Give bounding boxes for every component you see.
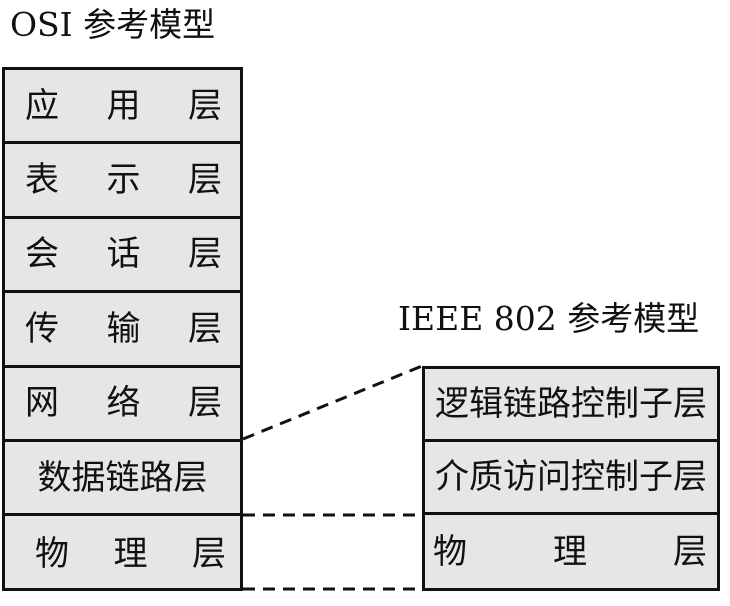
osi-layer-transport: 传 输 层 — [5, 293, 240, 368]
osi-layer-application: 应 用 层 — [5, 70, 240, 145]
layer-char: 理 — [553, 531, 587, 572]
layer-char: 传 — [25, 308, 59, 349]
layer-char: 层 — [188, 85, 222, 126]
osi-layer-physical: 物 理 层 — [5, 516, 240, 590]
layer-char: 会 — [25, 234, 59, 275]
layer-char: 层 — [188, 383, 222, 424]
layer-char: 表 — [25, 160, 59, 201]
osi-layer-presentation: 表 示 层 — [5, 144, 240, 219]
connector-data-link-top — [242, 364, 423, 441]
layer-char: 物 — [433, 531, 467, 572]
osi-model-title: OSI 参考模型 — [10, 5, 216, 44]
ieee-layer-physical: 物 理 层 — [425, 515, 717, 588]
ieee-layer-mac: 介质访问控制子层 — [425, 442, 717, 515]
layer-char: 层 — [188, 308, 222, 349]
osi-layer-session: 会 话 层 — [5, 219, 240, 294]
layer-char: 输 — [106, 308, 141, 349]
layer-char: 理 — [113, 533, 148, 574]
ieee-layer-llc: 逻辑链路控制子层 — [425, 369, 717, 442]
layer-char: 层 — [673, 531, 707, 572]
layer-char: 层 — [188, 234, 222, 275]
layer-char: 示 — [106, 160, 141, 201]
ieee-model-title: IEEE 802 参考模型 — [398, 299, 700, 338]
layer-char: 网 — [25, 383, 59, 424]
osi-layer-network: 网 络 层 — [5, 368, 240, 442]
layer-char: 物 — [35, 533, 69, 574]
osi-layer-stack: 应 用 层 表 示 层 会 话 层 传 输 层 网 络 层 数据链路层 物 理 … — [2, 67, 243, 591]
layer-char: 层 — [188, 160, 222, 201]
layer-label: 数据链路层 — [37, 457, 208, 498]
layer-char: 用 — [106, 85, 141, 126]
ieee-layer-stack: 逻辑链路控制子层 介质访问控制子层 物 理 层 — [422, 366, 720, 591]
layer-label: 逻辑链路控制子层 — [435, 384, 707, 424]
layer-char: 话 — [106, 234, 141, 275]
layer-char: 层 — [192, 533, 226, 574]
layer-label: 介质访问控制子层 — [435, 457, 707, 497]
layer-char: 应 — [25, 85, 59, 126]
layer-char: 络 — [106, 383, 141, 424]
osi-layer-data-link: 数据链路层 — [5, 442, 240, 517]
